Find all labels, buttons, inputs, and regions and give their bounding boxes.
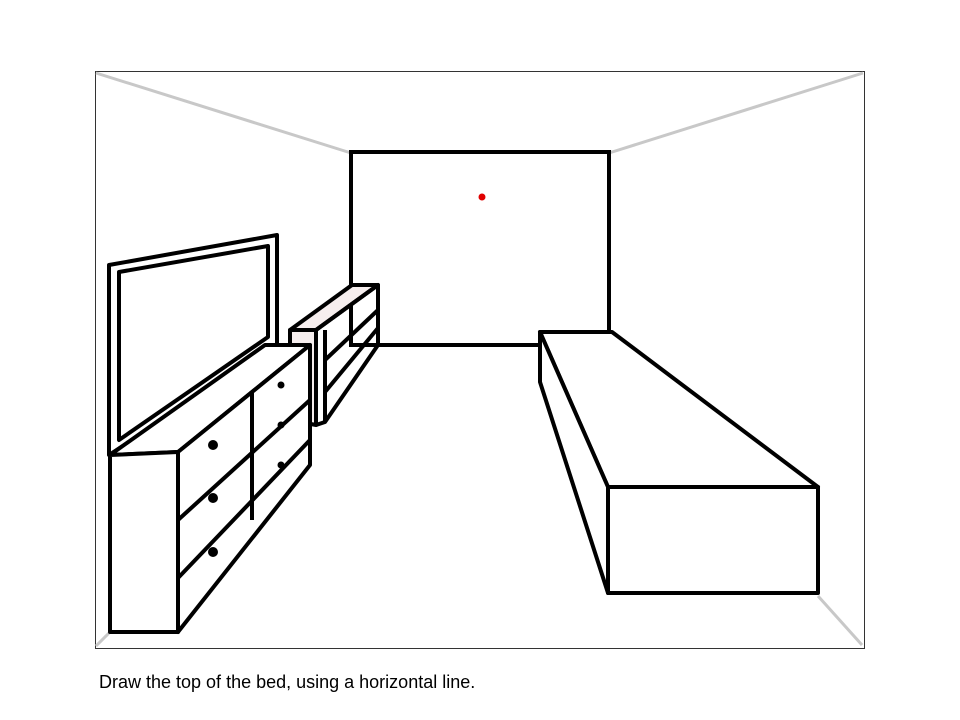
instruction-caption: Draw the top of the bed, using a horizon… (99, 672, 476, 692)
dresser (108, 343, 312, 634)
drawer-knobs (208, 381, 285, 557)
bed (538, 330, 820, 595)
back-wall (349, 150, 611, 347)
corner-guide-lines (94, 71, 864, 648)
vanishing-point (478, 193, 486, 201)
